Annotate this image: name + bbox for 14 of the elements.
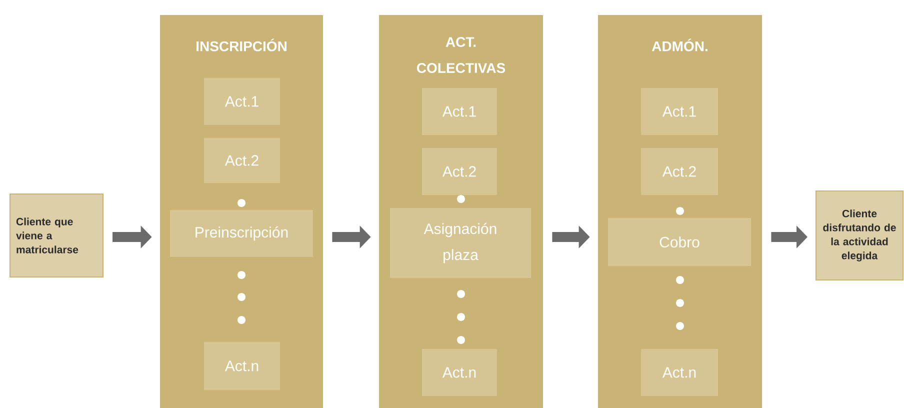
activity-box: Act.1 <box>204 78 280 125</box>
activity-box: Preinscripción <box>170 210 313 257</box>
activity-box: Act.2 <box>422 148 497 195</box>
client-box: Cliente que viene a matricularse <box>10 194 104 278</box>
activity-box: Act.n <box>422 349 497 396</box>
activity-box: Act.2 <box>204 138 280 183</box>
activity-box: Act.1 <box>422 88 497 135</box>
client-box: Cliente disfrutando de la actividad elegida <box>816 190 904 280</box>
activity-box: Act.n <box>641 349 718 396</box>
activity-box: Act.1 <box>641 88 718 135</box>
activity-box: Act.2 <box>641 148 718 195</box>
activity-box: Act.n <box>204 342 280 390</box>
activity-box: Asignación plaza <box>390 208 531 278</box>
activity-box: Cobro <box>608 218 751 266</box>
